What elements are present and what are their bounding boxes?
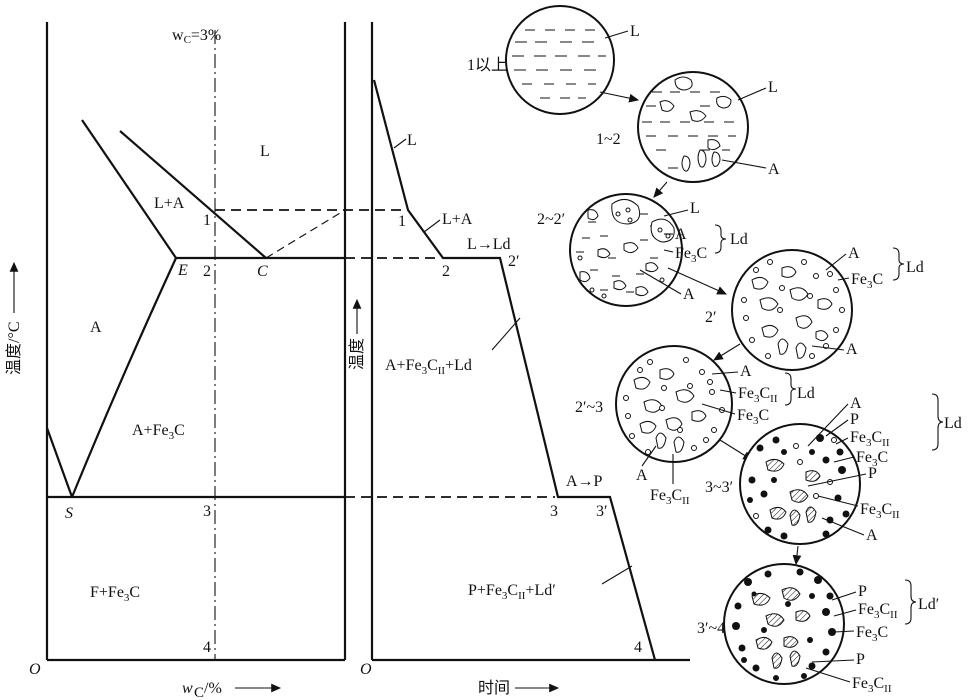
micro-3-3p: A P Fe3CII Fe3C Ld P Fe3CII A 3~3′ xyxy=(705,393,962,545)
svg-text:Fe3CII: Fe3CII xyxy=(852,675,892,695)
svg-text:Fe3CII: Fe3CII xyxy=(650,487,690,507)
acm-line xyxy=(70,257,177,498)
origin-left: O xyxy=(29,661,41,678)
label-ferrite-cementite: F+Fe3C xyxy=(90,584,140,604)
curve-point-1: 1 xyxy=(398,213,406,230)
svg-text:P: P xyxy=(856,651,865,668)
svg-text:w: w xyxy=(182,680,193,697)
svg-text:Fe3CII: Fe3CII xyxy=(860,501,900,521)
svg-text:3′~4: 3′~4 xyxy=(697,620,725,637)
svg-text:1以上: 1以上 xyxy=(467,56,507,74)
curve-point-4: 4 xyxy=(634,639,642,656)
a3-line xyxy=(45,427,74,498)
point-S: S xyxy=(65,505,73,522)
micro-2p: A Fe3C Ld A 2′ xyxy=(705,245,924,371)
micro-2-2p: L A Fe3C Ld A 2~2′ xyxy=(537,193,748,307)
svg-text:2′~3: 2′~3 xyxy=(575,399,603,416)
microstructures: L 1以上 L A 1~2 xyxy=(467,5,962,695)
origin-curve: O xyxy=(360,661,372,678)
svg-text:2~2′: 2~2′ xyxy=(537,211,565,228)
svg-text:温度/°C: 温度/°C xyxy=(5,321,23,375)
stage-eutectoid: A→P xyxy=(566,473,603,490)
curve-point-3p: 3′ xyxy=(596,503,608,520)
curve-point-2p: 2′ xyxy=(508,253,520,270)
svg-text:A: A xyxy=(683,286,695,303)
curve-point-2: 2 xyxy=(442,263,450,280)
micro-1-2: L A 1~2 xyxy=(596,71,780,183)
composition-label: wC=3% xyxy=(172,27,221,46)
svg-text:A: A xyxy=(848,245,860,262)
svg-text:Ld: Ld xyxy=(797,385,815,402)
svg-text:Ld: Ld xyxy=(906,259,924,276)
label-austenite: A xyxy=(90,319,102,336)
stage-eutectic: L→Ld xyxy=(467,236,511,253)
left-y-axis-label: 温度/°C xyxy=(5,261,23,375)
svg-text:Ld′: Ld′ xyxy=(918,596,939,613)
connector-c-to-1 xyxy=(265,209,346,259)
svg-text:A: A xyxy=(740,363,752,380)
svg-text:温度: 温度 xyxy=(348,338,366,370)
cooling-curve-line xyxy=(372,79,657,661)
svg-text:L: L xyxy=(630,23,640,40)
svg-text:A: A xyxy=(850,395,862,412)
svg-text:L: L xyxy=(690,200,700,217)
svg-text:A: A xyxy=(846,341,858,358)
marker-2: 2 xyxy=(203,263,211,280)
svg-text:Fe3CII: Fe3CII xyxy=(858,601,898,621)
stage-after-eutectic-leader xyxy=(491,317,521,351)
stage-final-leader xyxy=(601,565,633,585)
phase-diagram: wC=3% L L+A A A+Fe3C F+Fe3C E C S O 1 2 … xyxy=(5,22,347,700)
svg-text:Fe3C: Fe3C xyxy=(856,624,888,644)
stage-la-leader xyxy=(423,219,441,233)
micro-1-above: L 1以上 xyxy=(467,5,640,115)
svg-text:P: P xyxy=(868,465,877,482)
label-liquid-austenite: L+A xyxy=(154,195,185,212)
stage-final: P+Fe3CII+Ld′ xyxy=(468,582,556,602)
svg-text:Fe3CII: Fe3CII xyxy=(738,385,778,405)
stage-liquid: L xyxy=(407,132,417,149)
svg-text:Fe3C: Fe3C xyxy=(851,271,883,291)
svg-text:Fe3C: Fe3C xyxy=(856,449,888,469)
stage-liquid-leader xyxy=(393,138,407,149)
svg-text:Fe3CII: Fe3CII xyxy=(850,429,890,449)
svg-text:P: P xyxy=(850,411,859,428)
micro-3p-4: P Fe3CII Fe3C Ld′ P Fe3CII 3′~4 xyxy=(697,563,939,695)
stage-after-eutectic: A+Fe3CII+Ld xyxy=(385,357,472,377)
svg-text:Ld: Ld xyxy=(730,231,748,248)
svg-text:A: A xyxy=(768,161,780,178)
label-austenite-cementite: A+Fe3C xyxy=(132,422,185,442)
curve-point-3: 3 xyxy=(550,503,558,520)
point-E: E xyxy=(177,262,188,279)
micro-2p-3: A Fe3CII Fe3C Ld A Fe3CII 2′~3 xyxy=(575,345,815,507)
svg-text:Ld: Ld xyxy=(944,415,962,432)
marker-1: 1 xyxy=(203,212,211,229)
stage-liquid-austenite: L+A xyxy=(442,211,473,228)
marker-3: 3 xyxy=(203,503,211,520)
svg-text:Fe3C: Fe3C xyxy=(675,245,707,265)
point-C: C xyxy=(257,263,268,280)
liquidus-line-b xyxy=(119,130,267,259)
curve-y-axis-label: 温度 xyxy=(348,298,366,370)
svg-text:C: C xyxy=(194,685,204,700)
svg-text:A: A xyxy=(675,226,687,243)
liquidus-line-a xyxy=(81,119,177,259)
svg-text:3~3′: 3~3′ xyxy=(705,479,733,496)
cooling-curve: O L L+A L→Ld A+Fe3CII+Ld A→P P+Fe3CII+Ld… xyxy=(348,22,690,697)
label-liquid: L xyxy=(260,143,270,160)
left-x-axis-label: w C /% xyxy=(182,680,282,700)
svg-text:Fe3C: Fe3C xyxy=(737,407,769,427)
svg-text:1~2: 1~2 xyxy=(596,131,621,148)
svg-text:时间: 时间 xyxy=(478,679,510,697)
svg-text:A: A xyxy=(636,467,648,484)
svg-text:A: A xyxy=(866,527,878,544)
curve-x-axis-label: 时间 xyxy=(478,679,560,697)
svg-text:P: P xyxy=(858,583,867,600)
svg-text:2′: 2′ xyxy=(705,309,717,326)
svg-text:L: L xyxy=(768,79,778,96)
svg-text:/%: /% xyxy=(204,680,222,697)
marker-4: 4 xyxy=(203,639,211,656)
